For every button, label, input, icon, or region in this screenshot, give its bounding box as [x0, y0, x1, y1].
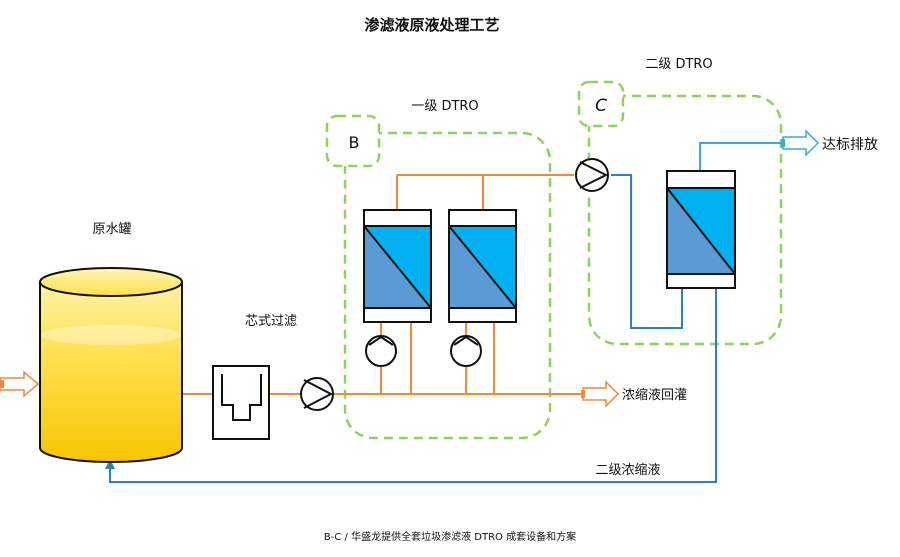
- stage1-boundary: [325, 114, 552, 440]
- stage1-membrane-1: [363, 209, 432, 323]
- inlet-arrow-icon: [0, 370, 40, 398]
- concentrate-label: 浓缩液回灌: [622, 387, 687, 403]
- stage1-label: 一级 DTRO: [411, 99, 478, 114]
- stage2-pump-icon: [575, 158, 609, 192]
- badge-b: B: [349, 133, 360, 152]
- return-arrow-icon: [105, 459, 115, 469]
- filter-label: 芯式过滤: [245, 314, 297, 329]
- footer-caption: B-C / 华盛龙提供全套垃圾渗滤液 DTRO 成套设备和方案: [324, 530, 576, 543]
- cartridge-filter: [212, 365, 270, 440]
- tank-label: 原水罐: [92, 222, 131, 237]
- feed-pump-icon: [300, 377, 334, 411]
- raw-water-tank: [39, 267, 183, 463]
- page-title: 渗滤液原液处理工艺: [364, 16, 499, 34]
- discharge-arrow-icon: [781, 129, 820, 157]
- discharge-label: 达标排放: [822, 137, 878, 153]
- stage2-concentrate-label: 二级浓缩液: [595, 462, 660, 478]
- stage1-pump-2-icon: [450, 335, 482, 367]
- badge-c: C: [595, 96, 607, 116]
- stage1-pump-1-icon: [365, 335, 397, 367]
- stage1-piping: [182, 174, 585, 395]
- stage1-membrane-2: [448, 209, 517, 323]
- concentrate-arrow-icon: [581, 380, 620, 408]
- stage2-piping: [109, 142, 787, 483]
- stage2-boundary: [577, 80, 783, 346]
- stage2-label: 二级 DTRO: [645, 57, 712, 72]
- stage2-membrane: [666, 170, 736, 289]
